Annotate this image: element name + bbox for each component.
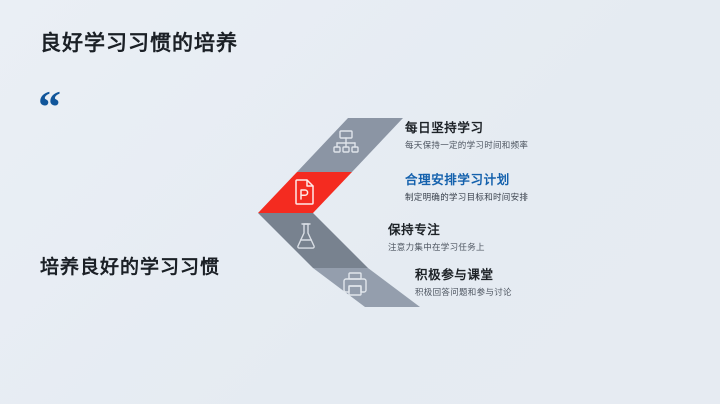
item-title: 积极参与课堂	[415, 268, 494, 282]
item-description: 注意力集中在学习任务上	[388, 242, 485, 252]
list-item[interactable]: 积极参与课堂 积极回答问题和参与讨论	[415, 267, 715, 298]
chevron-band-2	[258, 172, 352, 213]
list-item[interactable]: 保持专注 注意力集中在学习任务上	[388, 222, 688, 253]
chevron-band-1	[297, 118, 403, 172]
item-description: 积极回答问题和参与讨论	[415, 287, 512, 297]
item-title: 保持专注	[388, 223, 441, 237]
chevron-diagram	[240, 100, 440, 320]
lead-statement: 培养良好的学习习惯	[40, 257, 221, 278]
quote-mark-icon: “	[38, 81, 61, 132]
page-title: 良好学习习惯的培养	[40, 32, 238, 55]
item-title: 合理安排学习计划	[405, 173, 510, 187]
document-p-icon	[295, 179, 314, 205]
list-item[interactable]: 合理安排学习计划 制定明确的学习目标和时间安排	[405, 172, 705, 203]
item-title: 每日坚持学习	[405, 121, 484, 135]
chevron-band-3	[258, 213, 368, 268]
item-description: 制定明确的学习目标和时间安排	[405, 192, 529, 202]
chevron-band-4	[313, 268, 420, 307]
flask-icon	[297, 223, 315, 249]
item-description: 每天保持一定的学习时间和频率	[405, 140, 529, 150]
org-chart-icon	[333, 130, 359, 153]
printer-icon	[343, 272, 367, 296]
list-item[interactable]: 每日坚持学习 每天保持一定的学习时间和频率	[405, 120, 705, 151]
